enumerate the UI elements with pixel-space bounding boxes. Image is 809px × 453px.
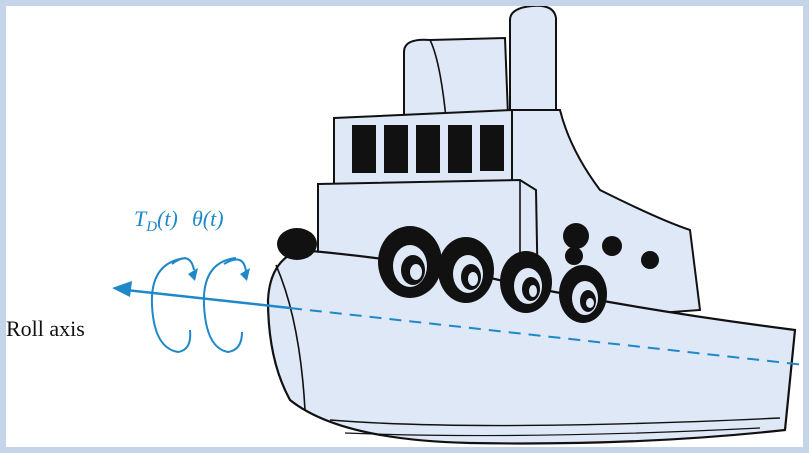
torque-label: TD(t) [134, 206, 178, 232]
tire-3 [500, 251, 552, 313]
porthole-2 [602, 236, 622, 256]
torque-label-main: T [134, 206, 146, 231]
roll-axis-label: Roll axis [6, 316, 85, 342]
window-1 [352, 125, 376, 173]
window-2 [384, 125, 408, 173]
roll-axis-arrowhead [112, 281, 132, 297]
torque-label-arg: (t) [157, 206, 178, 231]
tire-4 [559, 265, 607, 323]
porthole-4 [565, 247, 583, 265]
porthole-1 [563, 223, 589, 249]
wheelhouse [334, 110, 512, 186]
torque-label-sub: D [146, 219, 157, 235]
bow-bumper [277, 228, 317, 260]
rotation-loops [152, 258, 250, 352]
tire-2 [438, 237, 494, 303]
smokestack [404, 6, 556, 118]
window-3 [416, 125, 440, 173]
porthole-3 [641, 251, 659, 269]
tire-1 [378, 226, 442, 298]
window-4 [448, 125, 472, 173]
angle-label: θ(t) [192, 206, 224, 232]
window-5 [480, 125, 504, 171]
